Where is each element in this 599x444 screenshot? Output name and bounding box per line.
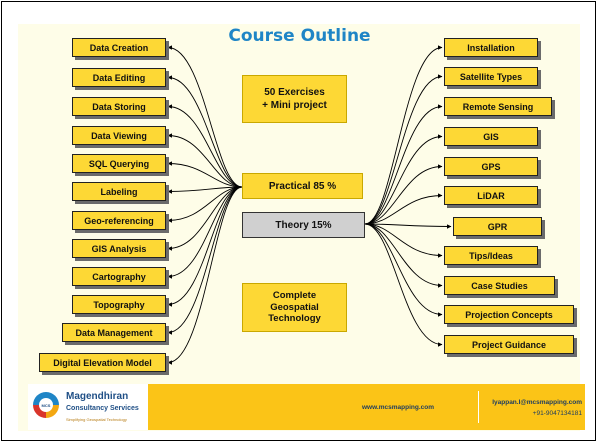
page-title: Course Outline: [228, 26, 371, 46]
connector-arrow: [364, 45, 443, 225]
right-topic-label: Installation: [467, 42, 515, 53]
practical-label: Practical 85 %: [268, 180, 337, 192]
left-topic-label: GIS Analysis: [91, 243, 147, 254]
right-topic-label: GPS: [481, 161, 501, 172]
right-topic-label: Satellite Types: [459, 71, 523, 82]
complete-line2: Geospatial: [270, 301, 319, 313]
left-topic-box: Data Editing: [72, 68, 166, 87]
exercises-line1: 50 Exercises: [264, 87, 325, 98]
left-topic-label: Data Creation: [89, 42, 149, 53]
right-topic-label: LiDAR: [477, 190, 505, 201]
right-topic-box: Satellite Types: [444, 67, 538, 86]
complete-technology-box: Complete Geospatial Technology: [242, 283, 347, 332]
left-topic-box: Data Viewing: [72, 126, 166, 145]
right-topic-box: Projection Concepts: [444, 305, 574, 324]
theory-label: Theory 15%: [275, 219, 332, 231]
right-topic-box: Installation: [444, 38, 538, 57]
connector-arrow: [167, 186, 243, 251]
connector-arrow: [167, 186, 243, 307]
right-topic-label: Projection Concepts: [465, 309, 553, 320]
right-topic-box: GPR: [453, 217, 542, 236]
theory-box: Theory 15%: [242, 212, 365, 238]
right-topic-label: Tips/Ideas: [469, 250, 513, 261]
connector-arrow: [167, 75, 243, 188]
left-topic-box: SQL Querying: [72, 154, 166, 173]
connector-arrow: [364, 164, 443, 225]
left-topic-label: Data Editing: [92, 72, 146, 83]
connector-arrow: [167, 104, 243, 188]
left-topic-label: Data Storing: [92, 101, 146, 112]
connector-arrow: [364, 223, 443, 317]
left-topic-box: Topography: [72, 295, 166, 314]
right-topic-box: Tips/Ideas: [444, 246, 538, 265]
left-topic-label: Data Management: [75, 327, 153, 338]
left-topic-label: Labeling: [100, 186, 138, 197]
connector-arrow: [364, 193, 443, 225]
left-topic-label: Data Viewing: [91, 130, 147, 141]
practical-box: Practical 85 %: [242, 173, 363, 199]
left-topic-label: Digital Elevation Model: [53, 357, 152, 368]
email-link[interactable]: Iyappan.I@mcsmapping.com: [492, 399, 582, 406]
connector-arrow: [364, 223, 443, 347]
connector-arrow: [167, 186, 243, 223]
right-topic-box: Case Studies: [444, 276, 555, 295]
phone-number: +91-9047134181: [532, 410, 582, 417]
connector-arrow: [167, 186, 243, 194]
company-subtitle: Consultancy Services: [66, 405, 139, 412]
connector-arrow: [364, 134, 443, 225]
connector-arrow: [167, 186, 243, 335]
right-topic-box: LiDAR: [444, 186, 538, 205]
right-topic-label: GIS: [483, 131, 499, 142]
left-topic-label: SQL Querying: [88, 158, 150, 169]
complete-line3: Technology: [268, 313, 321, 325]
right-topic-label: GPR: [487, 221, 508, 232]
website-link[interactable]: www.mcsmapping.com: [362, 404, 434, 411]
left-topic-box: Data Management: [62, 323, 166, 342]
connector-arrow: [167, 161, 243, 188]
left-topic-box: Digital Elevation Model: [39, 353, 166, 372]
left-topic-label: Topography: [93, 299, 145, 310]
right-topic-label: Project Guidance: [471, 339, 547, 350]
logo-mark: MCS: [39, 398, 53, 412]
right-topic-box: GIS: [444, 127, 538, 146]
connector-arrow: [364, 223, 443, 258]
connector-arrow: [364, 104, 443, 225]
right-topic-label: Case Studies: [471, 280, 528, 291]
left-topic-box: GIS Analysis: [72, 239, 166, 258]
right-topic-box: GPS: [444, 157, 538, 176]
connector-arrow: [167, 186, 243, 365]
complete-line1: Complete: [272, 290, 317, 302]
right-topic-label: Remote Sensing: [462, 101, 534, 112]
left-topic-box: Data Storing: [72, 97, 166, 116]
company-name: Magendhiran: [66, 391, 129, 402]
left-topic-box: Geo-referencing: [72, 211, 166, 230]
exercises-line2: + Mini project: [262, 100, 327, 111]
footer-divider: [478, 391, 479, 423]
connector-arrow: [167, 45, 243, 188]
right-topic-box: Project Guidance: [444, 335, 574, 354]
left-topic-box: Cartography: [72, 267, 166, 286]
connector-arrow: [167, 133, 243, 188]
left-topic-label: Cartography: [92, 271, 146, 282]
left-topic-box: Labeling: [72, 182, 166, 201]
connector-arrow: [364, 223, 452, 229]
right-topic-box: Remote Sensing: [444, 97, 552, 116]
exercises-box: 50 Exercises + Mini project: [242, 75, 347, 123]
connector-arrow: [364, 223, 443, 288]
company-tagline: Simplifying Geospatial Technology: [66, 417, 127, 422]
connector-arrow: [364, 74, 443, 225]
connector-arrow: [167, 186, 243, 279]
left-topic-box: Data Creation: [72, 38, 166, 57]
left-topic-label: Geo-referencing: [84, 215, 154, 226]
